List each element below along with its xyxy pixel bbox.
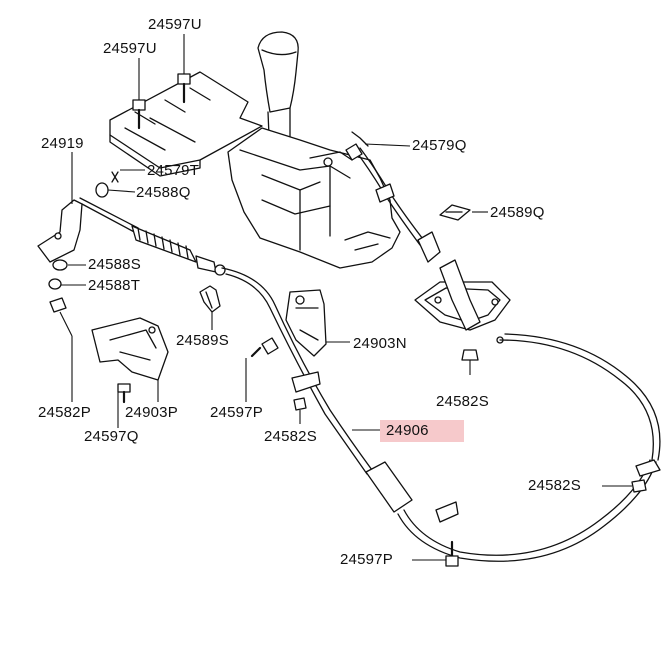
bracket-24903P: [91, 317, 169, 381]
leader-lines: [59, 34, 632, 561]
bracket-24903N: [285, 289, 327, 357]
bolt-24597Q: [117, 383, 131, 404]
cable-clamp-right: [635, 459, 661, 477]
clip-24589Q: [439, 204, 471, 221]
label-24597U-a: 24597U: [148, 16, 202, 33]
label-24588S-a: 24588S: [88, 256, 141, 273]
nut-24582S-right: [461, 349, 479, 361]
label-24579Q: 24579Q: [412, 137, 467, 154]
washer-24588T: [48, 278, 62, 290]
label-24588Q: 24588Q: [136, 184, 191, 201]
label-24582S-c: 24582S: [528, 477, 581, 494]
label-24589S: 24589S: [176, 332, 229, 349]
cable-clamp-mid: [291, 371, 321, 393]
shift-lever-base: [227, 127, 401, 269]
bracket-24919: [37, 199, 83, 263]
shift-lever-knob: [257, 31, 299, 161]
shift-cable-right: [345, 131, 441, 263]
label-24903N: 24903N: [353, 335, 407, 352]
label-24597U-b: 24597U: [103, 40, 157, 57]
label-24597P-a: 24597P: [210, 404, 263, 421]
cable-24906: [79, 197, 661, 562]
label-24597P-b: 24597P: [340, 551, 393, 568]
label-24588T: 24588T: [88, 277, 141, 294]
washer-24588S: [52, 259, 68, 271]
label-24903P: 24903P: [125, 404, 178, 421]
clip-24589S: [199, 285, 221, 313]
label-24582P: 24582P: [38, 404, 91, 421]
label-24582S-a: 24582S: [436, 393, 489, 410]
label-24597Q: 24597Q: [84, 428, 139, 445]
bolt-24597P-bottom: [445, 540, 459, 567]
bolt-24597P-mid: [250, 337, 279, 358]
label-24582S-b: 24582S: [264, 428, 317, 445]
label-24589Q: 24589Q: [490, 204, 545, 221]
mounting-plate: [109, 71, 263, 177]
nut-24582S-lower-right: [631, 479, 647, 493]
cable-end-bracket: [414, 259, 511, 344]
cable-clamp-lower: [435, 501, 459, 523]
label-24919: 24919: [41, 135, 84, 152]
label-24906-highlighted: 24906: [380, 420, 464, 442]
nut-24582S-mid: [293, 397, 307, 411]
bushing-24588Q: [95, 171, 119, 198]
nut-24582P: [49, 297, 67, 313]
label-24579T: 24579T: [147, 162, 200, 179]
